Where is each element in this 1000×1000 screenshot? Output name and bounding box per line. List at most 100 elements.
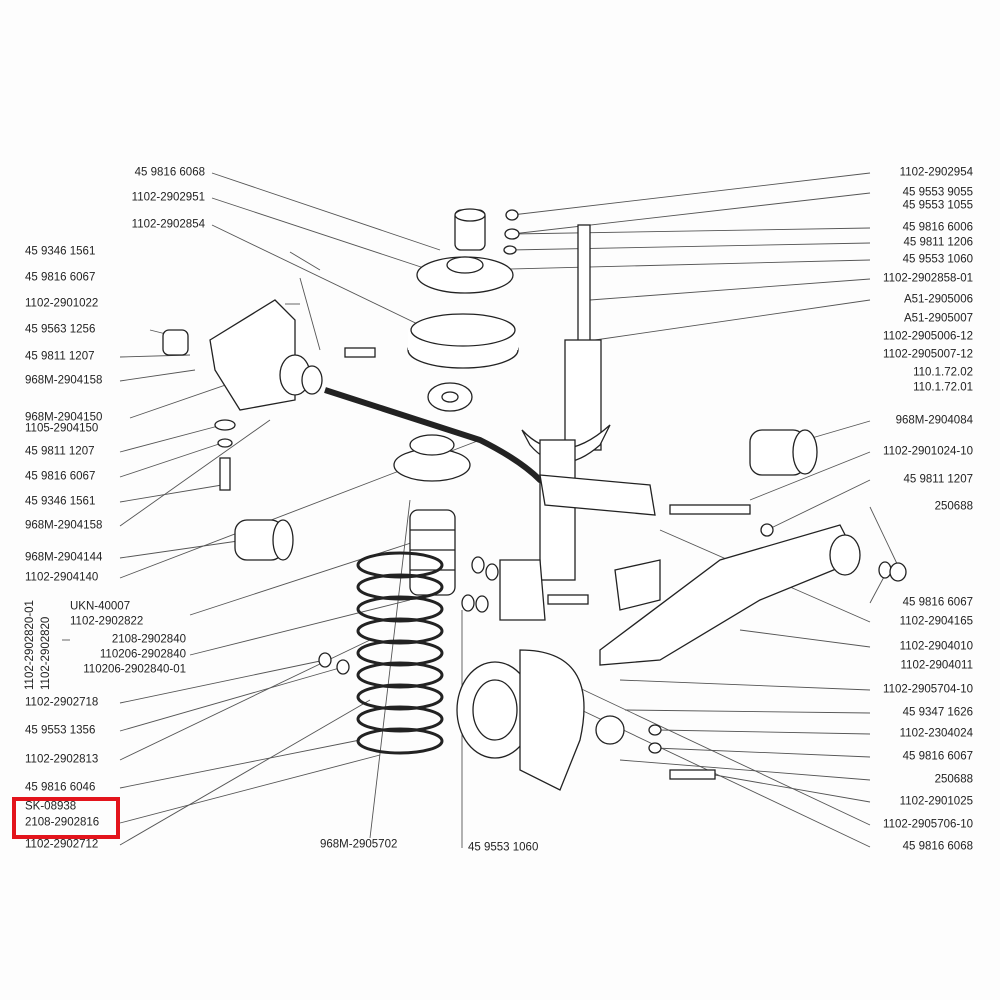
part-label: 2108-2902840 [111,633,186,646]
part-label: 1102-2905007-12 [883,348,973,361]
leader-line [119,484,223,503]
part-label: 1102-2901022 [25,297,99,310]
leader-line [594,299,871,341]
leader-line [869,506,901,571]
part-label: 45 9347 1626 [902,706,973,719]
leader-line [509,242,871,251]
leader-line [739,629,871,648]
spring-coil [356,661,444,689]
part-label: 968M-2904084 [895,414,973,427]
spring-coil [356,683,444,711]
part-label: 1102-2902813 [25,753,99,766]
part-label: 968M-2904144 [25,551,103,564]
spring-seat [393,434,471,596]
part-label: 45 9346 1561 [25,245,96,258]
part-label: 1102-2905704-10 [883,683,973,696]
leader-line [369,499,411,839]
part-label: 250688 [934,773,973,786]
leader-line [129,379,241,419]
spring-coil [356,617,444,645]
part-label-vertical: 1102-2902820 [40,616,52,690]
leader-line [619,759,871,781]
part-label: 45 9816 6067 [25,271,96,284]
leader-line [189,599,411,656]
leader-line [469,259,871,271]
leader-line [654,747,871,758]
part-label: 1102-2902822 [70,615,144,628]
part-label: 1102-2904011 [900,659,973,672]
leader-lines [62,172,901,848]
part-label: 968M-2904158 [25,374,103,387]
leader-line [119,419,271,527]
leader-line [511,192,871,235]
leader-line [749,451,871,501]
leader-line [657,729,871,735]
part-label: 45 9553 1356 [25,724,96,737]
part-label: 1102-2304024 [899,727,973,740]
part-label: 1102-2902858-01 [883,272,973,285]
part-label: 968M-2904150 [25,411,103,424]
part-label: 45 9811 1207 [25,350,95,363]
part-label: 45 9553 1060 [902,253,973,266]
part-label: 45 9553 1060 [468,841,539,854]
steering-knuckle [456,649,585,791]
spring-coil [356,595,444,623]
part-label: 250688 [934,500,973,513]
leader-line [119,659,326,704]
part-label: 45 9816 6067 [25,470,96,483]
part-label: 110.1.72.01 [913,381,973,394]
part-label: 45 9553 9055 [902,186,973,199]
leader-line [119,666,344,732]
part-label: 45 9816 6067 [902,750,973,763]
part-label: 968M-2905702 [320,838,398,851]
leader-line [211,224,431,331]
part-label: 1102-2902854 [131,218,205,231]
leader-line [119,739,361,789]
part-label: 1102-2902712 [25,838,99,851]
part-label: 1102-2902951 [131,191,205,204]
part-label: 1102-2904010 [899,640,973,653]
part-label: 45 9816 6068 [134,166,205,179]
strut [499,224,611,621]
part-label: 1102-2904140 [25,571,99,584]
spring-coil [356,551,444,579]
part-label: 1102-2902718 [25,696,99,709]
part-label: 1102-2905006-12 [883,330,973,343]
top-mount [407,208,519,412]
leader-line [119,424,223,453]
leader-line [511,227,871,235]
part-label: 45 9811 1206 [903,236,974,249]
part-label: 45 9816 6067 [902,596,973,609]
part-label: 45 9816 6006 [902,221,973,234]
leader-line [511,172,871,216]
spring-coil [356,573,444,601]
leader-line [589,278,871,301]
leader-line [119,699,371,846]
leader-line [211,197,431,271]
part-label: 1102-2901025 [899,795,973,808]
leader-line [119,369,196,382]
anti-roll-bar [324,387,656,516]
highlight-box [12,797,120,839]
part-label: 45 9811 1207 [903,473,974,486]
leader-line [119,539,246,559]
part-label: 45 9816 6068 [902,840,973,853]
part-label: 45 9816 6046 [25,781,96,794]
leader-line [289,251,321,271]
leader-line [869,574,886,604]
part-label: 45 9553 1055 [902,199,973,212]
part-label: 110.1.72.02 [913,366,973,379]
part-label: 968M-2904158 [25,519,103,532]
leader-line [299,277,321,351]
part-label: 45 9346 1561 [25,495,96,508]
part-label: 2108-2902816 [25,816,100,829]
part-label: UKN-40007 [70,600,131,613]
leader-line [766,479,871,531]
part-label: 110206-2902840 [99,648,186,661]
spring-coil [356,705,444,733]
part-label: 45 9563 1256 [25,323,96,336]
part-label: 1102-2901024-10 [883,445,973,458]
spring-coil [356,727,444,755]
